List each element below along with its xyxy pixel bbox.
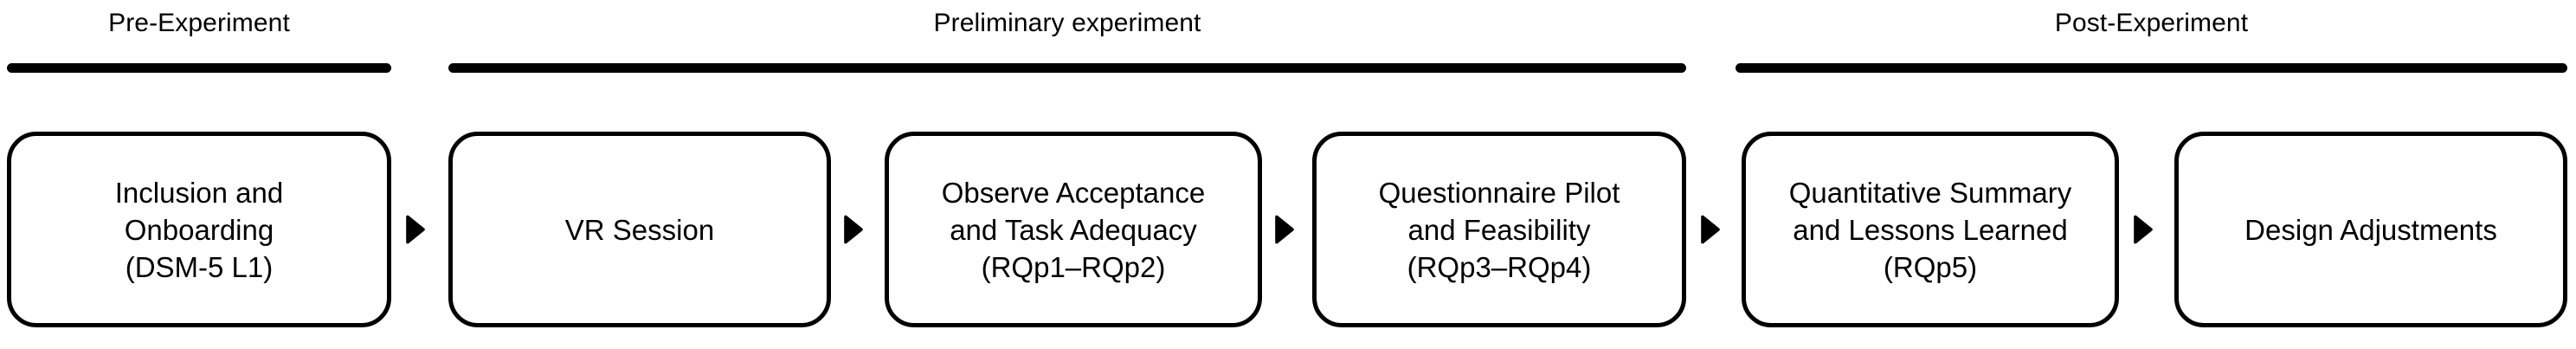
phase-post-experiment: Post-Experiment xyxy=(1736,0,2567,85)
phase-label-pre-experiment: Pre-Experiment xyxy=(108,9,290,37)
node-observe-acceptance-and-task-adequacy[interactable]: Observe Acceptance and Task Adequacy (RQ… xyxy=(885,132,1262,327)
node-quantitative-summary-and-lessons-learned[interactable]: Quantitative Summary and Lessons Learned… xyxy=(1742,132,2119,327)
triangle-right-icon xyxy=(403,215,426,244)
node-label-observe-acceptance-and-task-adequacy: Observe Acceptance and Task Adequacy (RQ… xyxy=(941,176,1206,283)
node-inclusion-and-onboarding[interactable]: Inclusion and Onboarding (DSM-5 L1) xyxy=(7,132,391,327)
phase-label-preliminary-experiment: Preliminary experiment xyxy=(933,9,1201,37)
triangle-right-icon xyxy=(841,215,864,244)
triangle-right-icon xyxy=(1698,215,1721,244)
phase-rule-post-experiment xyxy=(1736,63,2567,73)
node-label-quantitative-summary-and-lessons-learned: Quantitative Summary and Lessons Learned… xyxy=(1788,176,2072,283)
phase-header-band: Pre-Experiment Preliminary experiment Po… xyxy=(0,0,2576,85)
node-label-inclusion-and-onboarding: Inclusion and Onboarding (DSM-5 L1) xyxy=(114,176,284,283)
node-questionnaire-pilot-and-feasibility[interactable]: Questionnaire Pilot and Feasibility (RQp… xyxy=(1312,132,1686,327)
node-label-design-adjustments: Design Adjustments xyxy=(2244,213,2497,246)
node-vr-session[interactable]: VR Session xyxy=(448,132,831,327)
triangle-right-icon xyxy=(1272,215,1295,244)
phase-preliminary-experiment: Preliminary experiment xyxy=(448,0,1686,85)
flow-row: Inclusion and Onboarding (DSM-5 L1) VR S… xyxy=(0,132,2576,334)
phase-label-post-experiment: Post-Experiment xyxy=(2054,9,2249,37)
node-label-questionnaire-pilot-and-feasibility: Questionnaire Pilot and Feasibility (RQp… xyxy=(1378,176,1620,283)
node-label-vr-session: VR Session xyxy=(564,213,715,246)
node-design-adjustments[interactable]: Design Adjustments xyxy=(2174,132,2567,327)
phase-pre-experiment: Pre-Experiment xyxy=(7,0,391,85)
phase-rule-preliminary-experiment xyxy=(448,63,1686,73)
triangle-right-icon xyxy=(2131,215,2154,244)
phase-rule-pre-experiment xyxy=(7,63,391,73)
